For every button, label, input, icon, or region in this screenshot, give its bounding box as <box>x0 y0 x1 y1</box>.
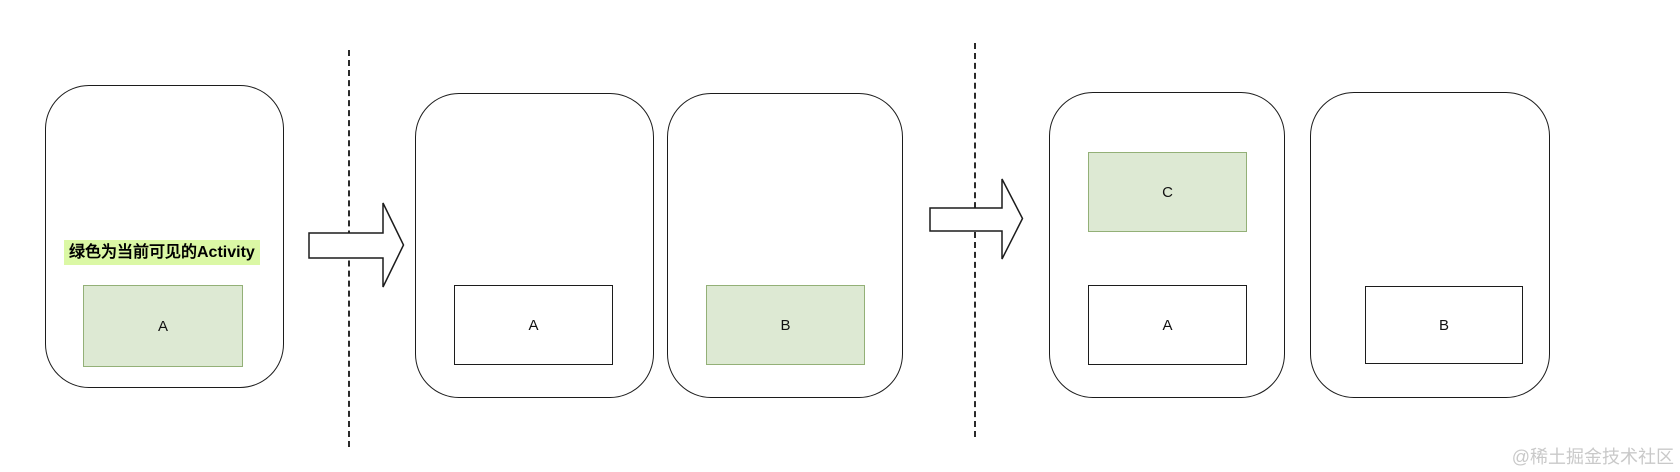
activity-label: C <box>1162 183 1173 201</box>
activity-box-a-stage1: A <box>83 285 243 367</box>
activity-label: A <box>157 317 168 335</box>
note-text: 绿色为当前可见的Activity <box>64 240 260 266</box>
activity-label: B <box>1438 316 1449 334</box>
activity-label: A <box>1162 316 1173 334</box>
activity-box-b-stage3: B <box>1365 286 1523 364</box>
arrow-right-icon-2 <box>929 178 1024 260</box>
arrow-right-icon-1 <box>308 202 405 288</box>
activity-box-b-stage2: B <box>706 285 865 365</box>
activity-label: B <box>780 316 791 334</box>
activity-label: A <box>528 316 539 334</box>
dashed-divider-2 <box>974 43 976 437</box>
activity-box-a-stage2: A <box>454 285 613 365</box>
activity-box-a-stage3: A <box>1088 285 1247 365</box>
activity-box-c-stage3: C <box>1088 152 1247 232</box>
watermark: @稀土掘金技术社区 <box>1511 447 1674 467</box>
